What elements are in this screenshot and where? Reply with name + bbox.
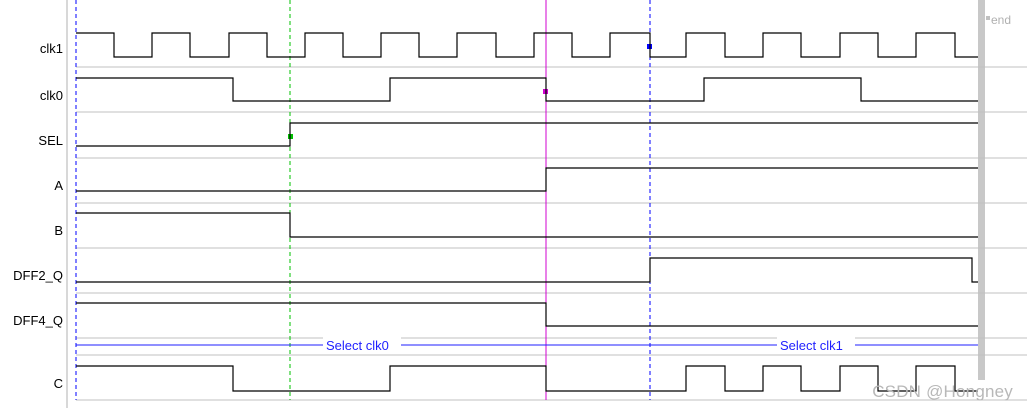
waveforms	[76, 32, 978, 392]
end-label: end	[991, 13, 1011, 27]
signal-name-sel[interactable]: SEL	[38, 133, 63, 148]
annotations: Select clk0 Select clk1	[76, 337, 978, 353]
signal-name-dff2-q[interactable]: DFF2_Q	[13, 268, 63, 283]
right-edge-bar[interactable]	[978, 0, 985, 380]
waveform-dff2-q[interactable]	[76, 257, 978, 283]
signal-name-panel	[0, 0, 67, 408]
waveform-dff4-q[interactable]	[76, 302, 978, 327]
waveform-a[interactable]	[76, 167, 978, 192]
annotation-select-clk1: Select clk1	[780, 338, 843, 353]
signal-name-a[interactable]: A	[54, 178, 63, 193]
end-marker	[986, 16, 990, 20]
waveform-clk0[interactable]	[76, 77, 978, 102]
annotation-select-clk0: Select clk0	[326, 338, 389, 353]
signal-name-clk0[interactable]: clk0	[40, 88, 63, 103]
signal-name-c[interactable]: C	[54, 376, 63, 391]
watermark: CSDN @Hongney	[872, 382, 1013, 401]
row-separators	[76, 66, 1027, 401]
waveform-c[interactable]	[76, 365, 978, 392]
signal-name-clk1[interactable]: clk1	[40, 41, 63, 56]
waveform-sel[interactable]	[76, 122, 978, 147]
signal-name-b[interactable]: B	[54, 223, 63, 238]
signal-name-dff4-q[interactable]: DFF4_Q	[13, 313, 63, 328]
waveform-clk1[interactable]	[76, 32, 978, 58]
waveform-b[interactable]	[76, 212, 978, 238]
